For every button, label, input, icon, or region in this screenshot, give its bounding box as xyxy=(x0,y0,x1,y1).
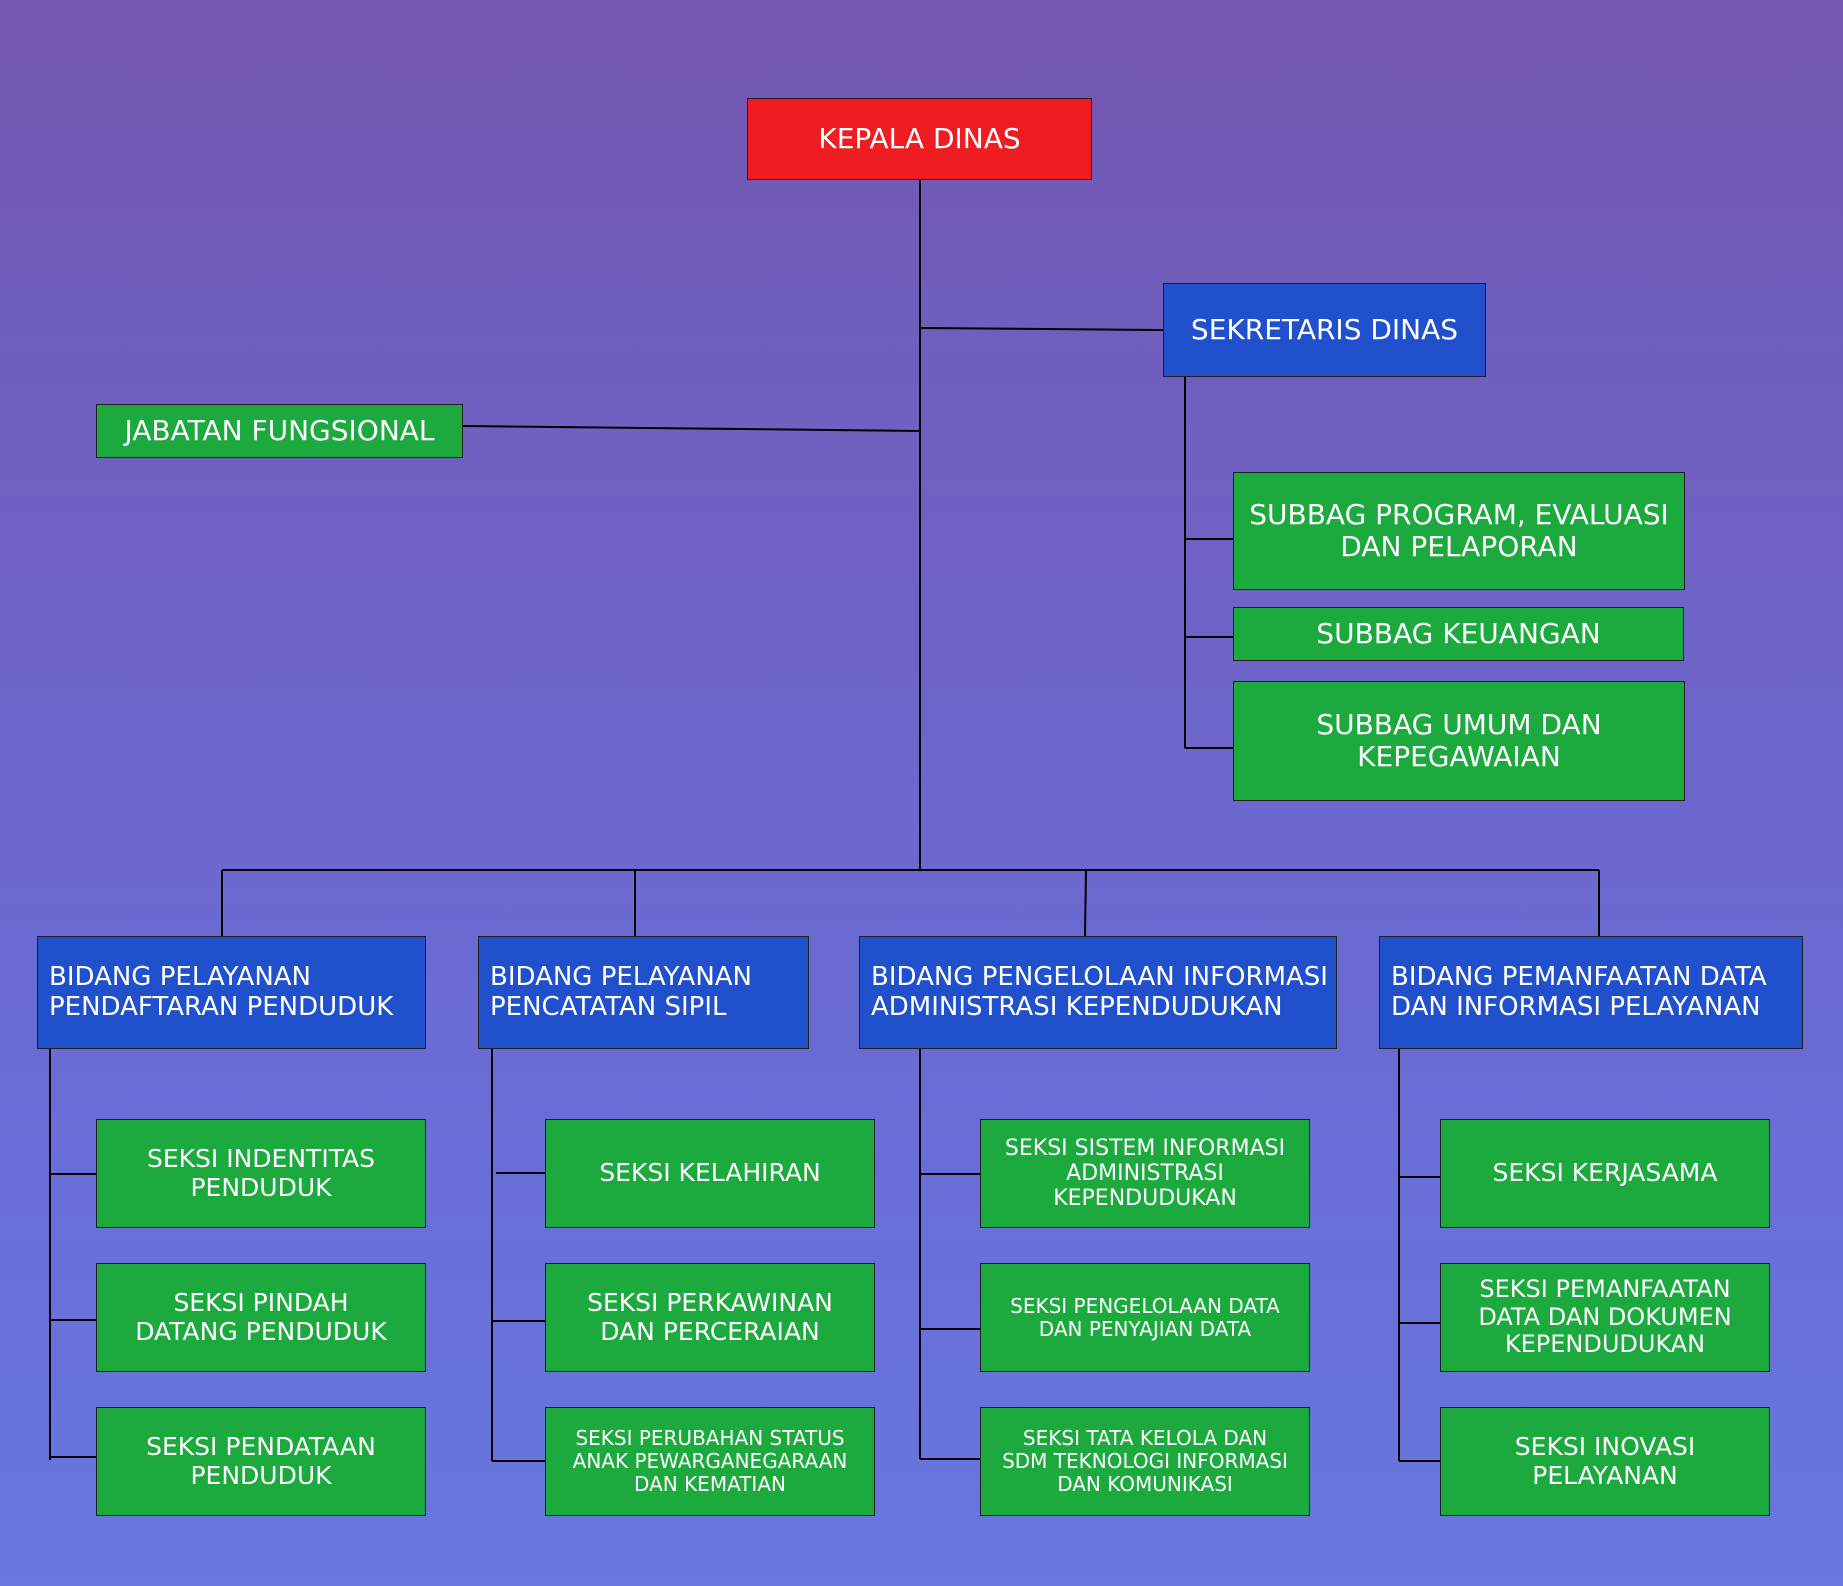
section-label: SEKSI PENGELOLAAN DATA DAN PENYAJIAN DAT… xyxy=(1010,1293,1280,1341)
section-label: SEKSI PENDATAAN PENDUDUK xyxy=(146,1431,376,1490)
subunit-box: SUBBAG KEUANGAN xyxy=(1233,607,1684,661)
subunit-box: SUBBAG PROGRAM, EVALUASI DAN PELAPORAN xyxy=(1233,472,1685,590)
section-label: SEKSI SISTEM INFORMASI ADMINISTRASI KEPE… xyxy=(1004,1135,1286,1212)
functional-label: JABATAN FUNGSIONAL xyxy=(124,413,435,447)
division-label: BIDANG PELAYANAN PENDAFTARAN PENDUDUK xyxy=(49,961,394,1022)
section-label: SEKSI INOVASI PELAYANAN xyxy=(1514,1431,1696,1490)
section-box: SEKSI PENDATAAN PENDUDUK xyxy=(96,1407,426,1516)
section-box: SEKSI PINDAH DATANG PENDUDUK xyxy=(96,1263,426,1372)
secretary-box: SEKRETARIS DINAS xyxy=(1163,283,1486,377)
section-box: SEKSI SISTEM INFORMASI ADMINISTRASI KEPE… xyxy=(980,1119,1310,1228)
section-label: SEKSI PEMANFAATAN DATA DAN DOKUMEN KEPEN… xyxy=(1478,1275,1732,1359)
section-box: SEKSI PEMANFAATAN DATA DAN DOKUMEN KEPEN… xyxy=(1440,1263,1770,1372)
subunit-label: SUBBAG KEUANGAN xyxy=(1316,616,1601,650)
section-label: SEKSI TATA KELOLA DAN SDM TEKNOLOGI INFO… xyxy=(1002,1426,1288,1496)
section-box: SEKSI PENGELOLAAN DATA DAN PENYAJIAN DAT… xyxy=(980,1263,1310,1372)
section-box: SEKSI TATA KELOLA DAN SDM TEKNOLOGI INFO… xyxy=(980,1407,1310,1516)
section-box: SEKSI PERUBAHAN STATUS ANAK PEWARGANEGAR… xyxy=(545,1407,875,1516)
head-box: KEPALA DINAS xyxy=(747,98,1092,180)
division-label: BIDANG PEMANFAATAN DATA DAN INFORMASI PE… xyxy=(1391,961,1767,1022)
section-box: SEKSI KERJASAMA xyxy=(1440,1119,1770,1228)
section-box: SEKSI KELAHIRAN xyxy=(545,1119,875,1228)
division-box: BIDANG PELAYANAN PENCATATAN SIPIL xyxy=(478,936,809,1049)
division-label: BIDANG PELAYANAN PENCATATAN SIPIL xyxy=(490,961,753,1022)
section-label: SEKSI PERUBAHAN STATUS ANAK PEWARGANEGAR… xyxy=(572,1426,848,1496)
section-label: SEKSI KERJASAMA xyxy=(1492,1158,1718,1188)
section-label: SEKSI KELAHIRAN xyxy=(599,1158,821,1188)
secretary-label: SEKRETARIS DINAS xyxy=(1190,312,1459,346)
section-box: SEKSI INDENTITAS PENDUDUK xyxy=(96,1119,426,1228)
head-label: KEPALA DINAS xyxy=(818,121,1021,155)
section-label: SEKSI PERKAWINAN DAN PERCERAIAN xyxy=(587,1287,833,1346)
section-label: SEKSI INDENTITAS PENDUDUK xyxy=(146,1143,375,1202)
subunit-label: SUBBAG UMUM DAN KEPEGAWAIAN xyxy=(1316,707,1602,773)
division-box: BIDANG PENGELOLAAN INFORMASI ADMINISTRAS… xyxy=(859,936,1337,1049)
division-box: BIDANG PELAYANAN PENDAFTARAN PENDUDUK xyxy=(37,936,426,1049)
functional-box: JABATAN FUNGSIONAL xyxy=(96,404,463,458)
section-box: SEKSI INOVASI PELAYANAN xyxy=(1440,1407,1770,1516)
section-label: SEKSI PINDAH DATANG PENDUDUK xyxy=(135,1287,387,1346)
subunit-label: SUBBAG PROGRAM, EVALUASI DAN PELAPORAN xyxy=(1249,497,1669,563)
division-box: BIDANG PEMANFAATAN DATA DAN INFORMASI PE… xyxy=(1379,936,1803,1049)
subunit-box: SUBBAG UMUM DAN KEPEGAWAIAN xyxy=(1233,681,1685,801)
section-box: SEKSI PERKAWINAN DAN PERCERAIAN xyxy=(545,1263,875,1372)
division-label: BIDANG PENGELOLAAN INFORMASI ADMINISTRAS… xyxy=(871,961,1328,1022)
